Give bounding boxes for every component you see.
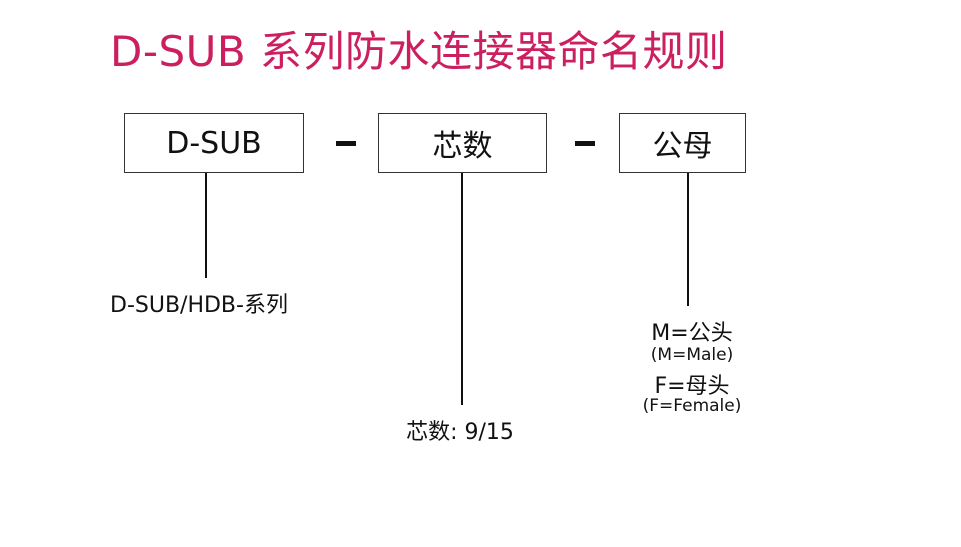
pins-description: 芯数: 9/15 [406, 420, 514, 445]
series-description: D-SUB/HDB-系列 [110, 293, 288, 318]
gender-connector-line [687, 173, 689, 306]
gender-box-label: 公母 [652, 129, 713, 164]
gender-female-english: (F=Female) [642, 396, 742, 416]
pins-box-label: 芯数 [432, 129, 493, 164]
separator-dash [336, 141, 356, 146]
gender-female-description: F=母头 [654, 374, 730, 399]
pins-box: 芯数 [378, 113, 547, 173]
gender-box: 公母 [619, 113, 746, 173]
series-box: D-SUB [124, 113, 304, 173]
gender-male-description: M=公头 [651, 321, 733, 346]
pins-connector-line [461, 173, 463, 405]
separator-dash [575, 141, 595, 146]
series-box-label: D-SUB [166, 125, 262, 161]
page-title: D-SUB 系列防水连接器命名规则 [110, 27, 728, 76]
gender-male-english: (M=Male) [650, 345, 734, 365]
series-connector-line [205, 173, 207, 278]
